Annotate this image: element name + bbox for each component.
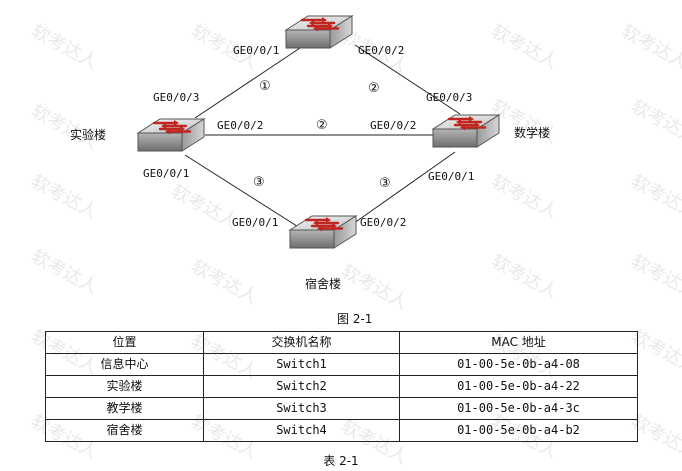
table-header-row: 位置 交换机名称 MAC 地址 (45, 331, 638, 354)
cell-switch-name: Switch1 (203, 353, 400, 376)
cell-location: 教学楼 (45, 397, 204, 420)
header-location: 位置 (45, 331, 204, 354)
port-right-top: GE0/0/3 (426, 91, 472, 104)
building-label-math: 数学楼 (514, 125, 550, 140)
cell-mac-address: 01-00-5e-0b-a4-22 (399, 375, 638, 398)
cell-location: 实验楼 (45, 375, 204, 398)
link-mark-left-bottom: ③ (253, 175, 265, 190)
watermark-text: 软考达人 (628, 171, 682, 223)
watermark-text: 软考达人 (628, 251, 682, 303)
link-mark-right-bottom: ③ (379, 176, 391, 191)
link-mark-top-right: ② (368, 81, 380, 96)
cell-switch-name: Switch4 (203, 419, 400, 442)
header-switch-name: 交换机名称 (203, 331, 400, 354)
link-top-right (354, 44, 461, 115)
cell-switch-name: Switch3 (203, 397, 400, 420)
cell-mac-address: 01-00-5e-0b-a4-b2 (399, 419, 638, 442)
switch-lab-icon (136, 117, 206, 153)
table-row: 信息中心 Switch1 01-00-5e-0b-a4-08 (45, 353, 638, 376)
port-left-bottom: GE0/0/1 (143, 167, 189, 180)
switch-dorm-icon (288, 214, 358, 250)
table-row: 教学楼 Switch3 01-00-5e-0b-a4-3c (45, 397, 638, 420)
port-bottom-left: GE0/0/1 (232, 216, 278, 229)
link-top-left (194, 47, 301, 119)
switch-mac-table: 位置 交换机名称 MAC 地址 信息中心 Switch1 01-00-5e-0b… (45, 331, 638, 442)
building-label-dorm: 宿舍楼 (305, 276, 341, 291)
watermark-text: 软考达人 (618, 21, 682, 73)
port-right-bottom: GE0/0/1 (428, 170, 474, 183)
figure-caption: 图 2-1 (337, 312, 372, 326)
link-mark-middle: ② (316, 118, 328, 133)
port-top-left: GE0/0/1 (233, 44, 279, 57)
link-mark-top-left: ① (259, 79, 271, 94)
watermark-text: 软考达人 (28, 246, 101, 298)
header-mac-address: MAC 地址 (399, 331, 638, 354)
cell-location: 宿舍楼 (45, 419, 204, 442)
switch-math-icon (431, 113, 501, 149)
link-left-bottom (184, 154, 301, 229)
port-left-top: GE0/0/3 (153, 91, 199, 104)
watermark-text: 软考达人 (488, 171, 561, 223)
port-bottom-right: GE0/0/2 (360, 216, 406, 229)
watermark-text: 软考达人 (628, 96, 682, 148)
port-top-right: GE0/0/2 (358, 44, 404, 57)
link-lines (184, 44, 461, 229)
link-right-bottom (349, 151, 456, 227)
watermark-text: 软考达人 (488, 251, 561, 303)
watermark-text: 软考达人 (338, 261, 411, 313)
watermark-text: 软考达人 (488, 21, 561, 73)
watermark-text: 软考达人 (28, 21, 101, 73)
cell-mac-address: 01-00-5e-0b-a4-08 (399, 353, 638, 376)
cell-mac-address: 01-00-5e-0b-a4-3c (399, 397, 638, 420)
port-left-right: GE0/0/2 (217, 119, 263, 132)
table-row: 实验楼 Switch2 01-00-5e-0b-a4-22 (45, 375, 638, 398)
watermark-text: 软考达人 (28, 171, 101, 223)
cell-location: 信息中心 (45, 353, 204, 376)
building-label-lab: 实验楼 (70, 127, 106, 142)
cell-switch-name: Switch2 (203, 375, 400, 398)
table-row: 宿舍楼 Switch4 01-00-5e-0b-a4-b2 (45, 419, 638, 442)
table-caption: 表 2-1 (323, 454, 359, 468)
port-right-left: GE0/0/2 (370, 119, 416, 132)
watermark-text: 软考达人 (168, 181, 241, 233)
watermark-text: 软考达人 (188, 256, 261, 308)
